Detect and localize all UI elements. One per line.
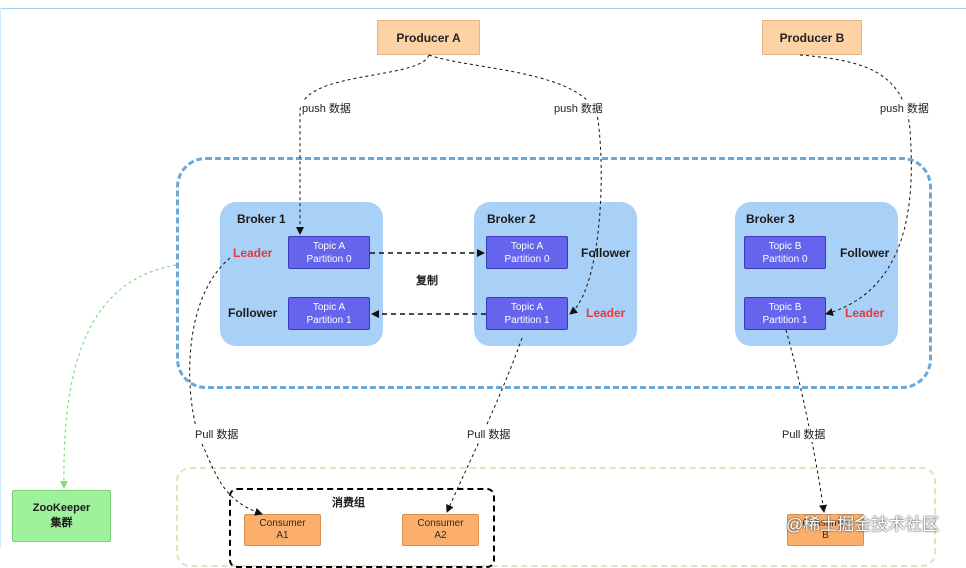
zookeeper-edge [59, 264, 177, 489]
zookeeper-cluster-label: 集群 [50, 517, 73, 529]
partition-number: Partition 0 [762, 253, 808, 265]
partition-number: Partition 1 [306, 314, 352, 326]
broker-3-follower-label: Follower [840, 246, 890, 260]
consumer-b[interactable]: Consumer B [787, 514, 864, 546]
push-b-to-broker-3-edge [799, 54, 912, 316]
partition-number: Partition 1 [762, 314, 808, 326]
pull-label-3: Pull 数据 [781, 426, 827, 442]
consumer-id: A1 [276, 530, 289, 541]
broker-1-title: Broker 1 [237, 212, 286, 226]
kafka-cluster-boundary [176, 157, 932, 389]
pull-b-edge [785, 329, 827, 513]
push-a-label-2: push 数据 [553, 100, 604, 116]
consumer-id: B [822, 530, 829, 541]
partition-topic: Topic A [510, 301, 544, 313]
broker-1-leader-label: Leader [233, 246, 273, 260]
broker-1-partition-1[interactable]: Topic A Partition 1 [288, 297, 370, 330]
broker-2-partition-1[interactable]: Topic A Partition 1 [486, 297, 568, 330]
pull-label-1: Pull 数据 [194, 426, 240, 442]
zookeeper-cluster[interactable]: ZooKeeper 集群 [12, 490, 111, 542]
partition-topic: Topic A [510, 240, 544, 252]
broker-1-partition-0[interactable]: Topic A Partition 0 [288, 236, 370, 269]
broker-3-partition-0[interactable]: Topic B Partition 0 [744, 236, 826, 269]
partition-topic: Topic B [768, 301, 802, 313]
push-a-label-1: push 数据 [301, 100, 352, 116]
producer-b[interactable]: Producer B [762, 20, 862, 55]
partition-number: Partition 0 [306, 253, 352, 265]
consumer-name: Consumer [417, 518, 464, 529]
push-a-to-broker-1-edge [296, 54, 430, 235]
replicate-label: 复制 [416, 275, 438, 287]
consumer-group-label: 消费组 [332, 497, 365, 509]
broker-3-partition-1[interactable]: Topic B Partition 1 [744, 297, 826, 330]
pull-a2-edge [446, 337, 523, 513]
partition-topic: Topic A [312, 301, 346, 313]
partition-number: Partition 1 [504, 314, 550, 326]
consumer-name: Consumer [802, 518, 849, 529]
top-divider [0, 8, 966, 9]
consumer-a1[interactable]: Consumer A1 [244, 514, 321, 546]
broker-2-follower-label: Follower [581, 246, 631, 260]
consumer-name: Consumer [259, 518, 306, 529]
broker-3-leader-label: Leader [845, 306, 885, 320]
broker-1-follower-label: Follower [228, 306, 278, 320]
broker-2-title: Broker 2 [487, 212, 536, 226]
consumer-a2[interactable]: Consumer A2 [402, 514, 479, 546]
partition-topic: Topic B [768, 240, 802, 252]
broker-2-partition-0[interactable]: Topic A Partition 0 [486, 236, 568, 269]
producer-a[interactable]: Producer A [377, 20, 480, 55]
left-divider [0, 8, 1, 548]
pull-a1-edge [189, 257, 263, 516]
zookeeper-name: ZooKeeper [32, 502, 91, 514]
consumer-id: A2 [434, 530, 447, 541]
watermark: @稀土掘金技术社区 [786, 515, 940, 534]
partition-topic: Topic A [312, 240, 346, 252]
pull-label-2: Pull 数据 [466, 426, 512, 442]
partition-number: Partition 0 [504, 253, 550, 265]
push-b-label: push 数据 [879, 100, 930, 116]
broker-3-title: Broker 3 [746, 212, 795, 226]
connector-layer [59, 54, 912, 516]
push-a-to-broker-2-edge [428, 54, 602, 315]
broker-2-leader-label: Leader [586, 306, 626, 320]
